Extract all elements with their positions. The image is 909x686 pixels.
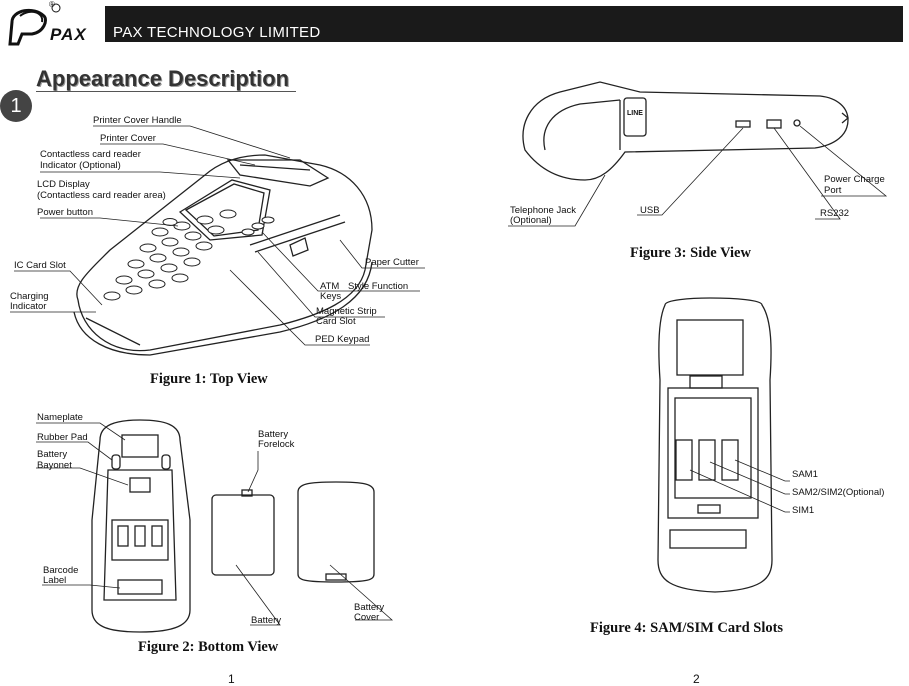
label-sam1: SAM1 xyxy=(792,469,818,480)
company-name: PAX TECHNOLOGY LIMITED xyxy=(113,24,321,41)
label-style-function: Style Function xyxy=(348,281,409,292)
label-contactless-indicator-2: Indicator (Optional) xyxy=(40,160,121,171)
label-rs232: RS232 xyxy=(820,208,850,219)
label-sam2-sim2: SAM2/SIM2(Optional) xyxy=(792,487,885,498)
title-underline xyxy=(36,91,296,92)
label-battery-bayonet: Battery xyxy=(37,449,68,460)
figure2-caption: Figure 2: Bottom View xyxy=(138,639,279,655)
label-magnetic-strip-2: Card Slot xyxy=(316,316,356,327)
section-number: 1 xyxy=(0,90,32,122)
label-charging-indicator: Charging xyxy=(10,291,49,302)
line-jack-label: LINE xyxy=(627,110,643,117)
label-battery-cover-2: Cover xyxy=(354,612,380,623)
label-ic-card-slot: IC Card Slot xyxy=(14,260,66,271)
figure3-caption: Figure 3: Side View xyxy=(630,245,751,261)
label-printer-cover-handle: Printer Cover Handle xyxy=(93,115,182,126)
label-magnetic-strip: Magnetic Strip xyxy=(316,306,377,317)
label-lcd-display: LCD Display xyxy=(37,179,90,190)
label-charging-indicator-2: Indicator xyxy=(10,301,47,312)
label-paper-cutter: Paper Cutter xyxy=(365,257,419,268)
label-barcode-label: Barcode xyxy=(43,565,79,576)
label-telephone-jack: Telephone Jack xyxy=(510,205,577,216)
label-battery-forelock: Battery xyxy=(258,429,289,440)
label-battery: Battery xyxy=(251,615,282,626)
label-lcd-display-2: (Contactless card reader area) xyxy=(37,190,166,201)
page-number-right: 2 xyxy=(693,672,700,686)
page-number-left: 1 xyxy=(228,672,235,686)
label-rubber-pad: Rubber Pad xyxy=(37,432,88,443)
label-nameplate: Nameplate xyxy=(37,412,83,423)
label-atm-keys-2: Keys xyxy=(320,291,342,302)
label-battery-cover: Battery xyxy=(354,602,385,613)
label-atm-keys: ATM xyxy=(320,281,340,292)
logo-text: PAX xyxy=(50,25,87,44)
label-power-charge-port: Power Charge xyxy=(824,174,885,185)
label-contactless-indicator: Contactless card reader xyxy=(40,149,141,160)
figure1-caption: Figure 1: Top View xyxy=(150,371,268,387)
page-title: Appearance Description xyxy=(36,66,290,91)
label-battery-forelock-2: Forelock xyxy=(258,439,295,450)
label-sim1: SIM1 xyxy=(792,505,815,516)
label-usb: USB xyxy=(640,205,660,216)
label-barcode-label-2: Label xyxy=(43,575,67,586)
figure4-caption: Figure 4: SAM/SIM Card Slots xyxy=(590,620,784,636)
label-power-button: Power button xyxy=(37,207,93,218)
pax-logo xyxy=(8,3,61,46)
label-printer-cover: Printer Cover xyxy=(100,133,156,144)
header-bar xyxy=(105,6,903,42)
registered-mark: ® xyxy=(49,0,55,9)
label-ped-keypad: PED Keypad xyxy=(315,334,370,345)
label-telephone-jack-2: (Optional) xyxy=(510,215,552,226)
label-battery-bayonet-2: Bayonet xyxy=(37,460,72,471)
label-power-charge-port-2: Port xyxy=(824,185,842,196)
